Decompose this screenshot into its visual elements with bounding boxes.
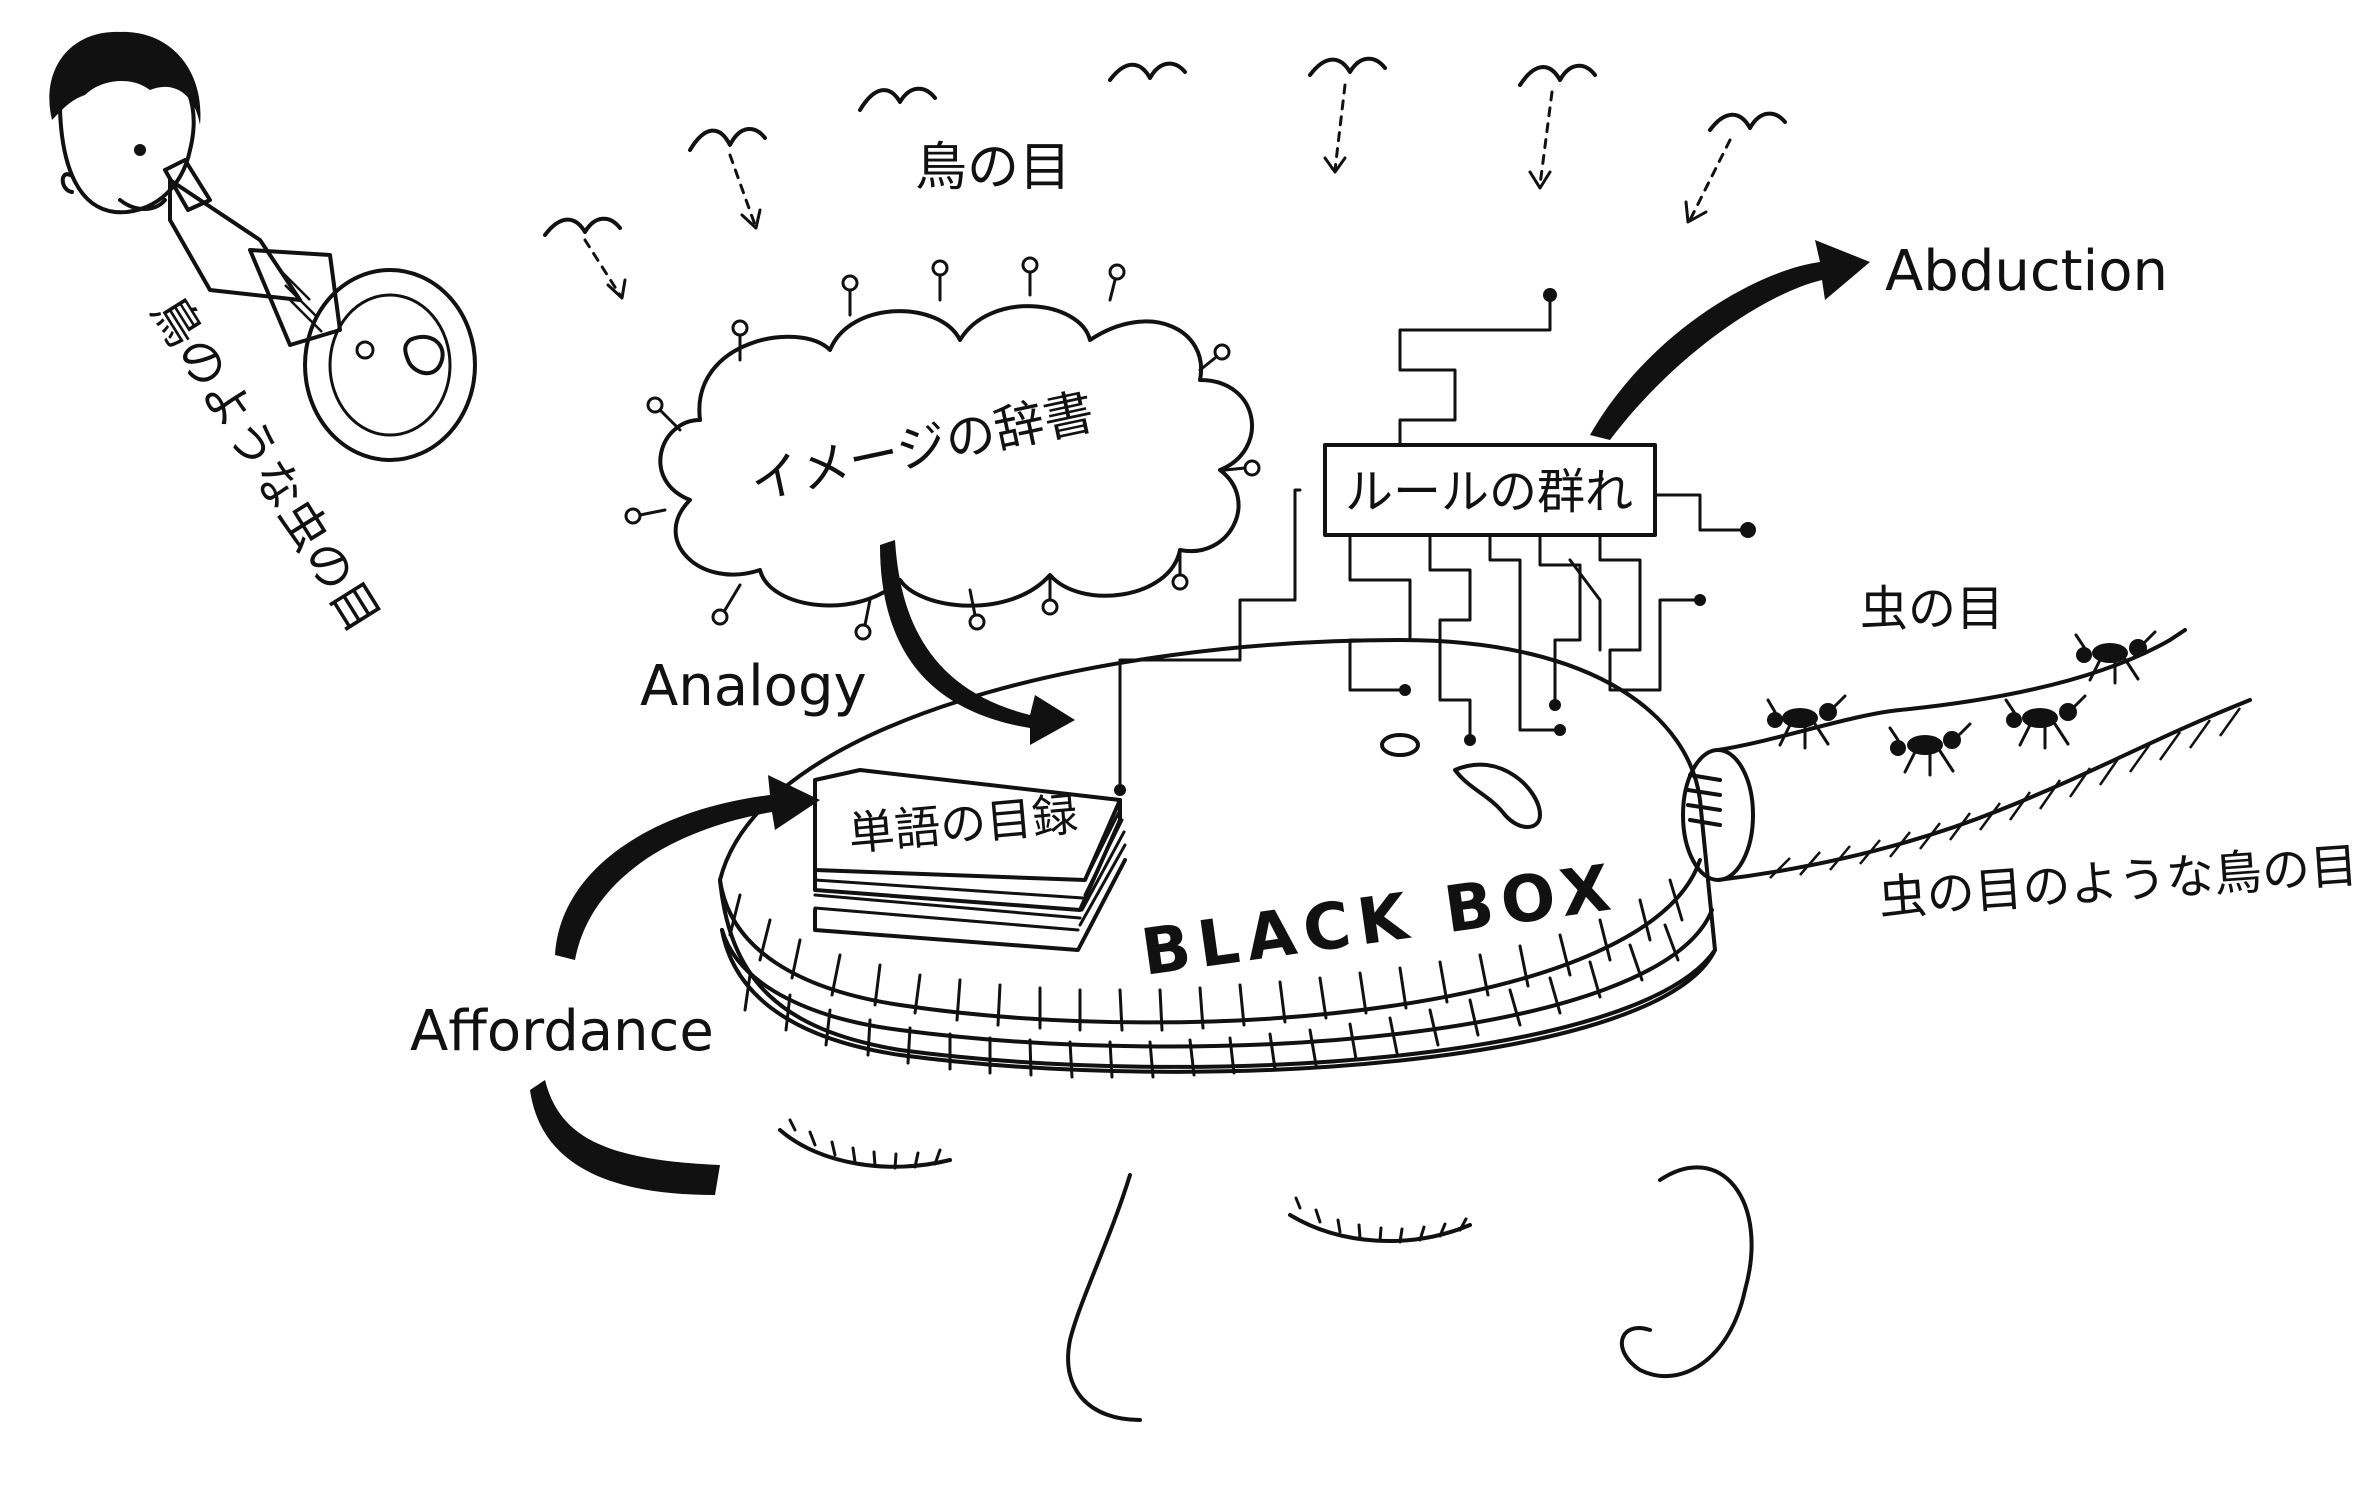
bird-icon (1108, 61, 1187, 82)
tube (1681, 628, 2252, 882)
bird-like-insect-eye-label: 鳥のような虫の目 (140, 287, 391, 642)
ant-icon (2004, 694, 2087, 750)
ant-icon (1766, 694, 1847, 750)
bird-icon (1518, 63, 1597, 190)
arrow-icon (555, 775, 820, 960)
arrow-icon (1590, 240, 1870, 440)
bird-icon (1308, 56, 1387, 174)
rule-swarm-label: ルールの群れ (1345, 464, 1633, 520)
nose-line (1066, 1173, 1142, 1422)
closed-eye-icon (530, 1080, 720, 1195)
closed-eye-icon (1288, 1196, 1472, 1244)
telescope-icon (163, 158, 477, 462)
bird-icon (688, 127, 767, 230)
image-dictionary-label: イメージの辞書 (745, 382, 1098, 511)
affordance-label: Affordance (410, 999, 714, 1064)
black-box-disk (718, 638, 1717, 1079)
insect-like-bird-eye-label: 虫の目のような鳥の目 (1877, 838, 2360, 927)
arrow-icon (880, 540, 1075, 745)
ant-icon (1888, 722, 1972, 777)
analogy-label: Analogy (640, 654, 867, 719)
ear-curve (1619, 1165, 1754, 1379)
bird-icon (858, 86, 937, 112)
bird-icon (1684, 111, 1787, 224)
abduction-label: Abduction (1885, 239, 2168, 304)
insect-eye-label: 虫の目 (1860, 581, 2004, 637)
closed-eye-icon (778, 1118, 952, 1170)
ant-icon (2074, 630, 2157, 685)
bird-icon (543, 216, 627, 300)
book-icon (813, 768, 1127, 952)
cloud-icon (624, 256, 1261, 641)
bird-eye-label: 鳥の目 (915, 138, 1071, 198)
circuit-icon (1114, 288, 1756, 796)
person-head-icon (49, 31, 201, 215)
word-catalog-label: 単語の目録 (846, 787, 1080, 861)
